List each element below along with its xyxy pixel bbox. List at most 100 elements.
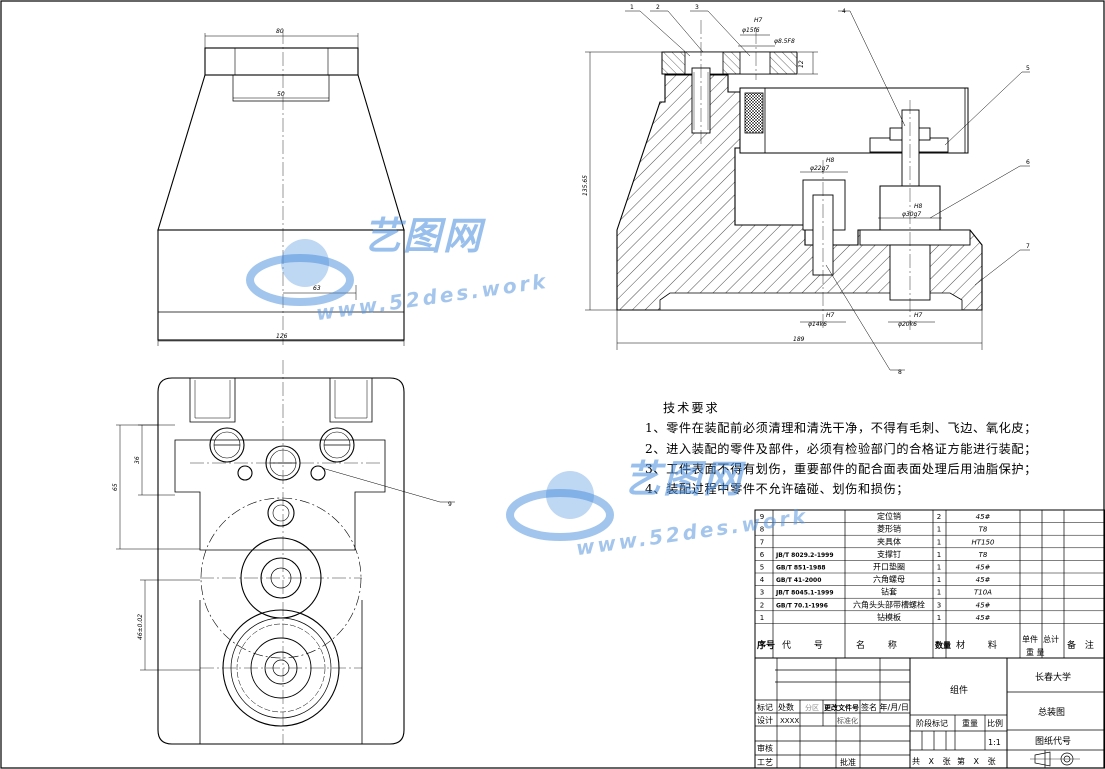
tb-count: 处数 — [778, 702, 794, 712]
bom-header-weight: 重 量 — [1026, 647, 1045, 657]
callout-3: 3 — [695, 4, 699, 11]
bom-cell-name: 定位销 — [877, 511, 901, 521]
bom-cell-name: 六角螺母 — [873, 574, 905, 584]
bom-cell-no: 5 — [760, 564, 764, 572]
dim-fit-5: H7 — [914, 312, 923, 319]
bom-cell-name: 六角头头部带槽螺栓 — [853, 599, 925, 609]
bom-row-lines — [755, 522, 1105, 624]
tb-standardization: 标准化 — [837, 716, 858, 725]
callout-2: 2 — [656, 4, 660, 11]
bom-cell-no: 2 — [760, 601, 764, 609]
tb-stage-mark: 阶段标记 — [916, 718, 948, 728]
bom-cell-name: 开口垫圈 — [873, 562, 905, 572]
dim-hole: φ8.5F8 — [774, 38, 795, 45]
tb-mark: 标记 — [757, 702, 773, 712]
tb-sheet-no: 第 X 张 — [957, 756, 999, 766]
requirement-item: 3、工件表面不得有划伤，重要部件的配合面表面处理后用油脂保护； — [645, 461, 1037, 476]
bom-cell-no: 3 — [760, 589, 764, 597]
tb-drawing-code: 图纸代号 — [1035, 735, 1071, 747]
bom-cell-code: GB/T 41-2000 — [776, 577, 821, 584]
bom-cell-name: 菱形销 — [877, 524, 901, 534]
dim-fit-3: H8 — [914, 203, 923, 210]
tb-design: 设计 — [757, 715, 773, 725]
requirements-title: 技术要求 — [663, 401, 720, 415]
title-block — [754, 657, 1105, 769]
technical-requirements: 技术要求 1、零件在装配前必须清理和清洗干净，不得有毛刺、飞边、氧化皮； 2、进… — [645, 398, 1085, 499]
tb-scale: 比例 — [987, 718, 1003, 728]
callout-9: 9 — [448, 501, 452, 508]
tb-process: 工艺 — [757, 758, 773, 767]
tb-company: 长春大学 — [1035, 671, 1071, 683]
bom-cell-name: 钻套 — [881, 587, 897, 597]
front-view — [157, 30, 405, 346]
bom-header-unit: 单件 — [1022, 634, 1038, 644]
tb-change-doc: 更改文件号 — [824, 703, 859, 712]
bom-cell-material: HT150 — [972, 538, 995, 546]
bom-header-no: 序号 — [757, 639, 775, 651]
callout-7: 7 — [1026, 243, 1030, 250]
bom-header-name: 名 称 — [856, 639, 907, 651]
tb-sheets: 共 X 张 — [912, 757, 954, 766]
bom-cell-name: 钻模板 — [877, 612, 901, 622]
section-view — [616, 20, 983, 330]
dim-plan-3: 46±0.02 — [137, 614, 144, 640]
bom-cell-no: 7 — [760, 538, 764, 546]
tb-sign-date: 签名 年/月/日 — [861, 702, 909, 712]
bom-cell-material: T10A — [974, 589, 992, 597]
bom-cell-no: 9 — [760, 513, 764, 521]
dim-plan-1: 36 — [134, 456, 141, 464]
tb-design-name: XXXX — [780, 717, 799, 725]
bom-cell-no: 6 — [760, 551, 765, 559]
bom-cell-qty: 1 — [937, 614, 941, 622]
bom-header-total: 总计 — [1043, 634, 1059, 644]
bom-cell-qty: 1 — [937, 526, 941, 534]
bom-cell-material: T8 — [979, 526, 988, 534]
dim-plan-2: 65 — [112, 483, 119, 491]
dim-section-width: 189 — [793, 336, 805, 343]
dim-fit-3b: φ30g7 — [902, 211, 921, 218]
callout-6: 6 — [1026, 159, 1030, 166]
bom-cell-qty: 2 — [937, 513, 941, 521]
bom-header-remark: 备 注 — [1067, 639, 1097, 651]
dim-fit-5b: φ20k6 — [898, 321, 917, 328]
dim-fit-4: H7 — [826, 312, 835, 319]
plan-view — [116, 360, 455, 745]
callout-8: 8 — [898, 369, 902, 376]
bom-cell-code: GB/T 70.1-1996 — [776, 602, 828, 609]
bom-cell-code: JB/T 8045.1-1999 — [775, 590, 834, 597]
tb-drawing-title: 总装图 — [1038, 706, 1065, 718]
callout-1: 1 — [630, 4, 634, 11]
dim-fit-1b: φ15f6 — [742, 27, 760, 34]
bom-header-qty: 数量 — [935, 640, 951, 650]
dim-fit-4b: φ14k6 — [808, 321, 827, 328]
tb-review: 审核 — [757, 743, 773, 753]
tb-weight: 重量 — [962, 718, 978, 728]
bom-cell-name: 夹具体 — [877, 536, 901, 546]
bom-cell-material: 45# — [976, 513, 991, 521]
dim-fit-2b: φ22g7 — [810, 165, 829, 172]
requirement-item: 4、装配过程中零件不允许磕碰、划伤和损伤； — [645, 482, 910, 497]
bom-cell-code: JB/T 8029.2-1999 — [775, 552, 834, 559]
requirement-item: 1、零件在装配前必须清理和清洗干净，不得有毛刺、飞边、氧化皮； — [645, 421, 1037, 436]
requirement-item: 2、进入装配的零件及部件，必须有检验部门的合格证方能进行装配； — [645, 441, 1037, 456]
bom-cell-no: 8 — [760, 526, 764, 534]
bom-header-code: 代 号 — [782, 640, 833, 651]
bom-cell-no: 1 — [760, 614, 764, 622]
bom-cell-qty: 1 — [937, 589, 941, 597]
bom-cell-material: 45# — [976, 601, 991, 609]
dim-front-base-inner: 63 — [313, 285, 321, 292]
tb-scale-value: 1:1 — [988, 738, 1001, 747]
bom-cell-qty: 1 — [937, 564, 941, 572]
tb-approve: 批准 — [840, 757, 856, 767]
bom-header-material: 材 料 — [956, 639, 1007, 651]
dim-front-inner-width: 50 — [277, 91, 285, 98]
section-dimensions — [585, 10, 1030, 371]
bom-cell-no: 4 — [760, 576, 765, 584]
tb-zone: 分区 — [805, 703, 819, 712]
bom-cell-material: 45# — [976, 614, 991, 622]
bom-cell-material: 45# — [976, 564, 991, 572]
dim-height-small: 12 — [798, 60, 805, 68]
